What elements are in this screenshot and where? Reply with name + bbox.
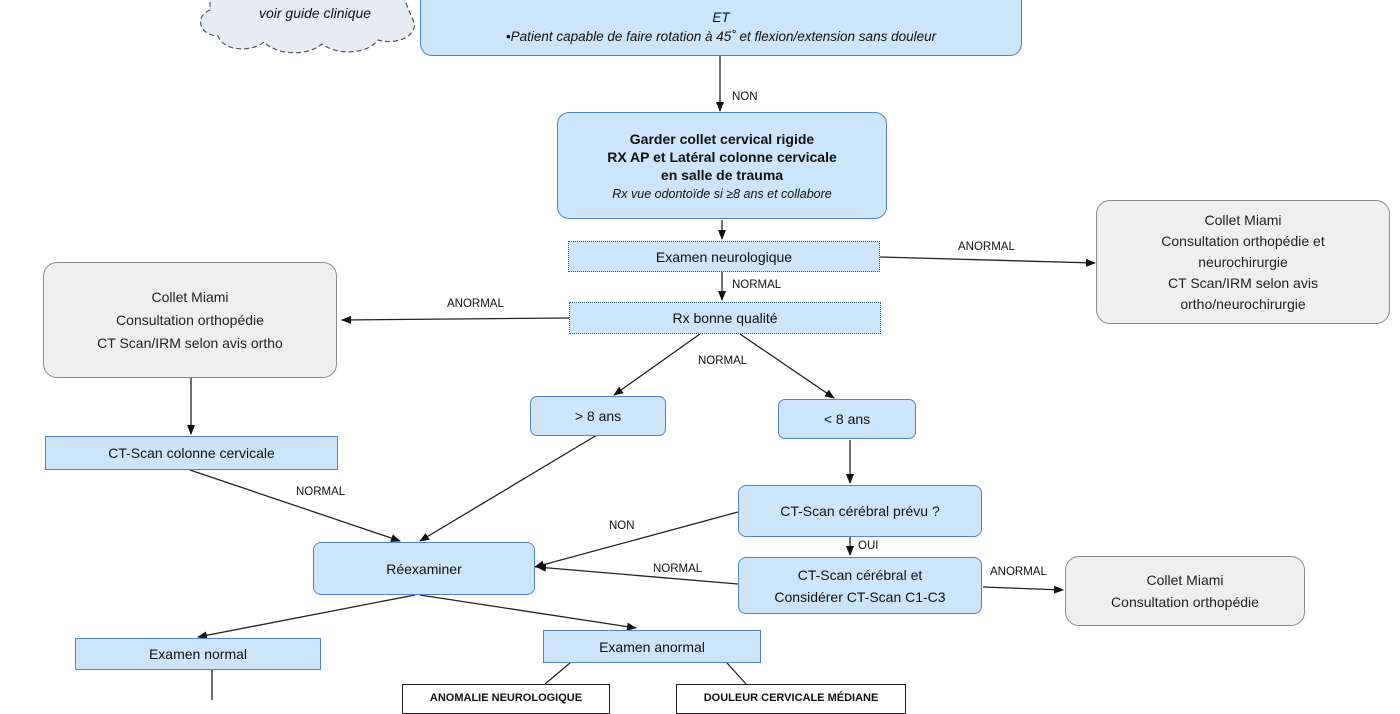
keep-collar-line4: Rx vue odontoïde si ≥8 ans et collabore [612,187,832,201]
edge-over8-to-reexamine [419,434,598,542]
neuro-anomaly-box: ANOMALIE NEUROLOGIQUE [402,684,610,714]
edge-reexamine-to-normal-exam [197,594,416,640]
abnormal-exam-box: Examen anormal [543,630,761,663]
edge-rx-to-under8 [739,333,835,399]
ct-planned-box: CT-Scan cérébral prévu ? [738,485,982,537]
keep-collar-box: Garder collet cervical rigide RX AP et L… [557,112,887,219]
label-non-top: NON [732,91,758,103]
neuro-abnormal-box: Collet Miami Consultation orthopédie et … [1096,200,1390,324]
label-anormal-brain: ANORMAL [990,566,1047,578]
reexamine-box: Réexaminer [313,542,535,595]
ct-brain-line2: Considérer CT-Scan C1-C3 [774,588,946,605]
edge-rx-to-over8 [613,333,701,396]
label-normal-rx: NORMAL [698,355,748,367]
ct-brain-abnormal-line1: Collet Miami [1146,572,1224,588]
edge-reexamine-to-abnormal-exam [419,594,637,631]
edge-ct-brain-to-reexamine [536,563,739,585]
clinical-guide-cloud [200,0,415,54]
label-anormal-rx: ANORMAL [447,298,504,310]
edge-abnormal-exam-to-cervical-pain [726,662,747,685]
criteria-rotation-text: •Patient capable de faire rotation à 45˚… [505,29,937,44]
ct-cervical-box: CT-Scan colonne cervicale [45,436,338,470]
neuro-abnormal-line3: neurochirurgie [1198,253,1288,270]
label-normal-ct: NORMAL [296,486,346,498]
criteria-and-text: ET [712,10,730,25]
edge-ct-planned-to-reexamine [534,511,739,569]
label-non-ct-planned: NON [609,520,635,532]
ct-brain-line1: CT-Scan cérébral et [797,566,923,583]
keep-collar-line1: Garder collet cervical rigide [629,131,815,147]
edge-neuro-to-abnormal [879,256,1096,267]
neuro-exam-box: Examen neurologique [568,241,880,272]
over-8-box: > 8 ans [530,396,666,436]
keep-collar-line3: en salle de trauma [660,167,784,183]
keep-collar-line2: RX AP et Latéral colonne cervicale [607,149,837,165]
cervical-pain-box: DOULEUR CERVICALE MÉDIANE [676,684,906,714]
neuro-abnormal-line2: Consultation orthopédie et [1161,232,1325,249]
ct-brain-abnormal-line2: Consultation orthopédie [1111,594,1259,610]
ct-brain-abnormal-box: Collet Miami Consultation orthopédie [1065,556,1305,626]
rx-abnormal-line2: Consultation orthopédie [116,311,264,328]
label-normal-brain: NORMAL [653,563,703,575]
rx-abnormal-line1: Collet Miami [151,288,229,305]
edge-abnormal-exam-to-neuro-anomaly [544,662,571,685]
edge-ct-brain-to-abnormal [982,585,1064,594]
clearance-criteria-box: ET •Patient capable de faire rotation à … [420,0,1022,56]
under-8-box: < 8 ans [778,399,916,439]
neuro-abnormal-line5: ortho/neurochirurgie [1180,295,1306,312]
neuro-abnormal-line1: Collet Miami [1204,211,1282,228]
normal-exam-box: Examen normal [75,638,321,670]
edge-rx-to-abnormal [341,315,570,324]
rx-abnormal-box: Collet Miami Consultation orthopédie CT … [43,262,337,378]
label-normal-neuro: NORMAL [732,279,782,291]
clinical-guide-text: voir guide clinique [258,5,372,21]
rx-abnormal-line3: CT Scan/IRM selon avis ortho [97,334,283,351]
label-anormal-neuro: ANORMAL [958,241,1015,253]
ct-brain-box: CT-Scan cérébral et Considérer CT-Scan C… [738,557,982,614]
neuro-abnormal-line4: CT Scan/IRM selon avis [1168,274,1318,291]
label-oui: OUI [858,540,879,552]
edge-ct-cervical-to-reexamine [189,469,401,542]
rx-quality-box: Rx bonne qualité [569,302,881,334]
